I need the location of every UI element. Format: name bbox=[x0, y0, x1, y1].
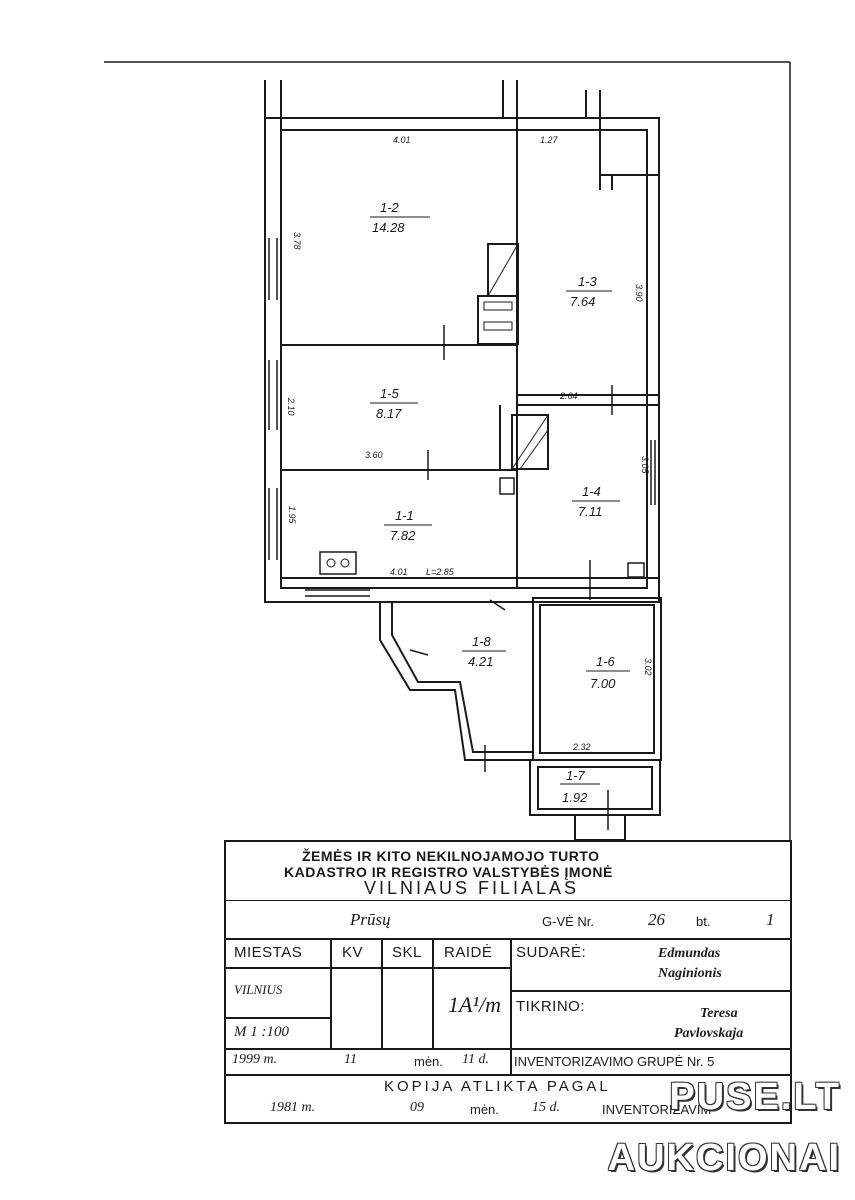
sudare-name-1: Edmundas bbox=[658, 946, 721, 961]
room-1-2-area: 14.28 bbox=[372, 220, 405, 235]
tikrino-name-1: Teresa bbox=[700, 1006, 738, 1021]
dim-3-60: 3.60 bbox=[365, 450, 383, 460]
room-1-6-area: 7.00 bbox=[590, 676, 616, 691]
copy-day: 15 d. bbox=[532, 1100, 560, 1115]
room-1-4-area: 7.11 bbox=[578, 504, 602, 519]
inventory-group: INVENTORIZAVIMO GRUPĖ Nr. 5 bbox=[514, 1054, 715, 1069]
date-day: 11 d. bbox=[462, 1052, 489, 1067]
room-1-8-id: 1-8 bbox=[472, 634, 492, 649]
room-1-4-id: 1-4 bbox=[582, 484, 601, 499]
room-1-6-id: 1-6 bbox=[596, 654, 616, 669]
room-1-7-id: 1-7 bbox=[566, 768, 586, 783]
sudare-name-2: Naginionis bbox=[658, 966, 722, 981]
tikrino-label: TIKRINO: bbox=[516, 998, 586, 1015]
raide-value: 1A¹/m bbox=[448, 992, 502, 1017]
date-month: 11 bbox=[344, 1052, 357, 1067]
room-1-5-area: 8.17 bbox=[376, 406, 402, 421]
dim-3-02: 3.02 bbox=[643, 658, 653, 676]
dim-2-10: 2.10 bbox=[286, 397, 296, 416]
dim-2-64: 2.64 bbox=[559, 391, 578, 401]
city-value: VILNIUS bbox=[234, 982, 283, 997]
copy-year: 1981 m. bbox=[270, 1100, 316, 1115]
apartment-number: 1 bbox=[766, 910, 775, 929]
street-label: G-VĖ Nr. bbox=[542, 914, 595, 929]
dim-3-90: 3.90 bbox=[634, 284, 644, 302]
dim-2-32: 2.32 bbox=[572, 742, 591, 752]
copy-label: KOPIJA ATLIKTA PAGAL bbox=[384, 1078, 611, 1095]
street-name: Prūsų bbox=[350, 910, 391, 929]
title-block: ŽEMĖS IR KITO NEKILNOJAMOJO TURTO KADAST… bbox=[224, 840, 792, 1124]
org-line-2: KADASTRO IR REGISTRO VALSTYBĖS ĮMONĖ bbox=[284, 864, 613, 880]
room-1-1-id: 1-1 bbox=[395, 508, 414, 523]
copy-inventory: INVENTORIZAVIM bbox=[602, 1102, 712, 1117]
room-1-3-id: 1-3 bbox=[578, 274, 598, 289]
floor-plan: 1-2 14.28 1-3 7.64 1-5 8.17 1-4 7.11 1-1… bbox=[104, 61, 791, 840]
room-1-5-id: 1-5 bbox=[380, 386, 400, 401]
copy-month: 09 bbox=[410, 1100, 424, 1115]
room-1-3-area: 7.64 bbox=[570, 294, 595, 309]
scale-value: M 1 :100 bbox=[234, 1024, 289, 1040]
room-1-8-area: 4.21 bbox=[468, 654, 493, 669]
branch-name: VILNIAUS FILIALAS bbox=[364, 878, 580, 898]
date-men-label: mėn. bbox=[414, 1054, 443, 1069]
copy-men-label: mėn. bbox=[470, 1102, 499, 1117]
date-year: 1999 m. bbox=[232, 1052, 278, 1067]
col-kv: KV bbox=[342, 944, 364, 961]
org-line-1: ŽEMĖS IR KITO NEKILNOJAMOJO TURTO bbox=[302, 848, 600, 864]
tikrino-name-2: Pavlovskaja bbox=[674, 1026, 744, 1041]
room-1-1-area: 7.82 bbox=[390, 528, 416, 543]
apartment-label: bt. bbox=[696, 914, 711, 929]
col-skl: SKL bbox=[392, 944, 422, 961]
dim-1-95: 1.95 bbox=[287, 506, 297, 525]
dim-3-05: 3.05 bbox=[640, 456, 650, 475]
dim-4-01-bottom: 4.01 bbox=[390, 567, 408, 577]
dim-2-85: L=2.85 bbox=[426, 567, 455, 577]
col-city: MIESTAS bbox=[234, 944, 303, 961]
col-raide: RAIDĖ bbox=[444, 944, 493, 961]
watermark-line-1: PUSE.LT bbox=[669, 1076, 841, 1118]
dim-3-78: 3.78 bbox=[292, 232, 302, 250]
room-1-7-area: 1.92 bbox=[562, 790, 588, 805]
house-number: 26 bbox=[648, 910, 665, 929]
watermark: PUSE.LT AUKCIONAI bbox=[608, 1076, 841, 1180]
sudare-label: SUDARĖ: bbox=[516, 944, 587, 961]
dim-1-27: 1.27 bbox=[540, 135, 559, 145]
watermark-line-2: AUKCIONAI bbox=[607, 1137, 841, 1179]
room-1-2-id: 1-2 bbox=[380, 200, 400, 215]
dim-4-01-top: 4.01 bbox=[393, 135, 411, 145]
